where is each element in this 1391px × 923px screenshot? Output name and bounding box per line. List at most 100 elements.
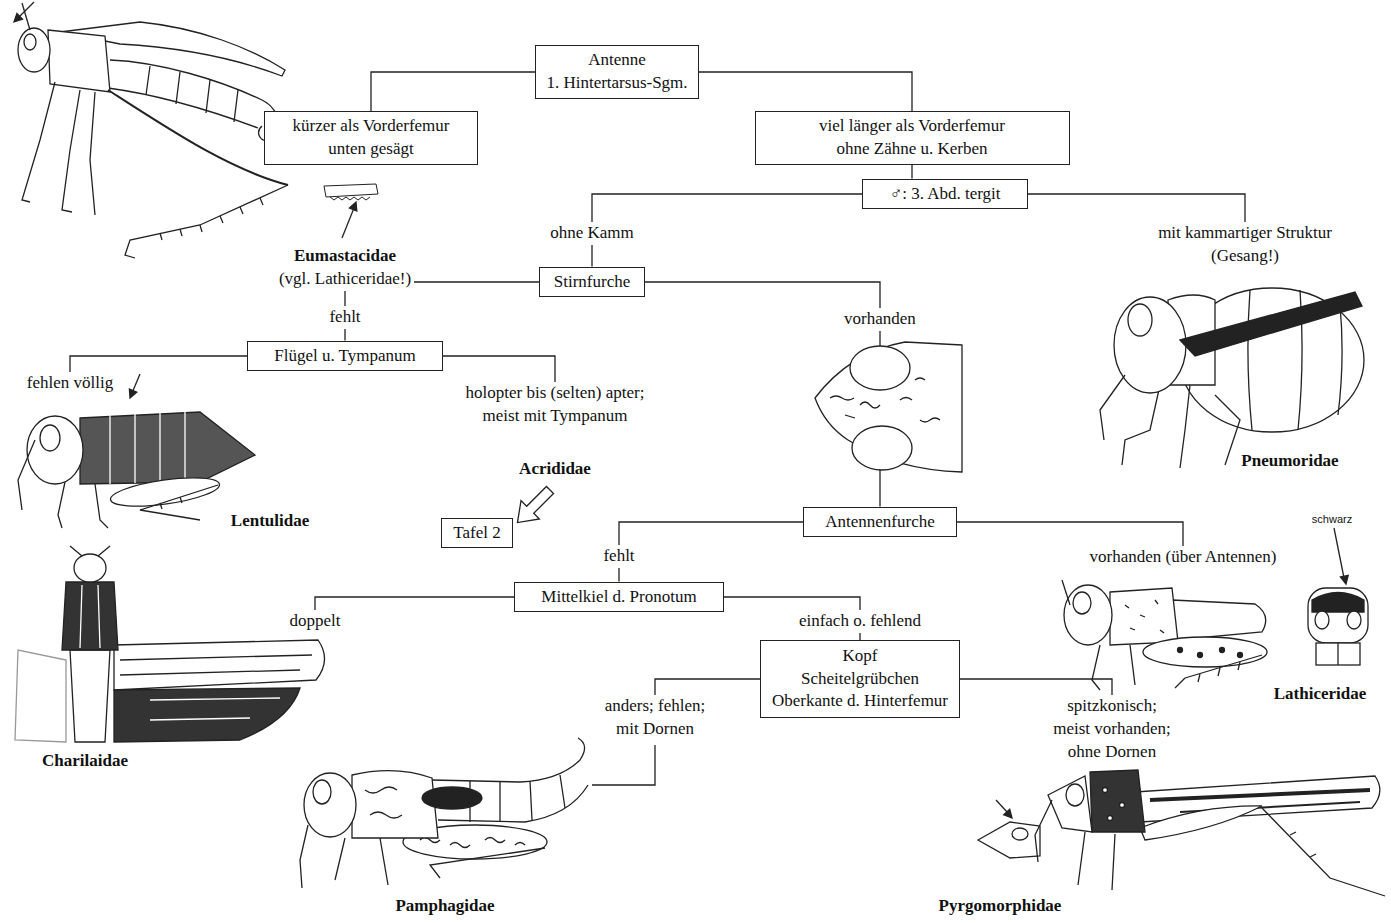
lentulid-figure-part <box>80 412 255 484</box>
branch-line <box>960 679 1112 695</box>
pamphagid-figure-part <box>470 775 565 822</box>
lathicerid-figure-part <box>1110 588 1178 645</box>
branch-label: vorhanden <box>841 308 919 331</box>
eumastacid-figure-part <box>22 82 95 215</box>
lathicerid-figure-part <box>1073 592 1091 614</box>
key-text: Stirnfurche <box>554 271 630 294</box>
lathicerid-figure-part <box>1125 600 1164 633</box>
pamphagid-figure-part <box>300 825 308 888</box>
branch-label: fehlt <box>600 545 637 568</box>
key-box: Mittelkiel d. Pronotum <box>514 582 724 613</box>
key-text: Antennenfurche <box>825 511 935 534</box>
key-box: kürzer als Vorderfemurunten gesägt <box>264 111 478 165</box>
key-text: unten gesägt <box>328 138 413 161</box>
key-box: Antenne1. Hintertarsus-Sgm. <box>535 45 698 99</box>
family-name: Lathiceridae <box>1271 683 1370 706</box>
branch-line <box>443 356 555 382</box>
acrididae-pointer-part <box>508 481 559 532</box>
lathicerid-figure-part <box>1092 645 1135 690</box>
pyrgomorphid-figure-part <box>1078 832 1115 890</box>
key-label: mit kammartiger Struktur (Gesang!) <box>1143 222 1348 268</box>
pointer-arrow-part <box>342 208 354 238</box>
family-name: Pamphagidae <box>392 895 497 918</box>
eumastacid-figure-part <box>48 30 110 92</box>
eumastacid-figure-part <box>110 60 279 140</box>
pyrgomorphid-figure-part <box>1140 806 1262 840</box>
pamphagid-figure-part <box>352 771 438 838</box>
pointer-arrow-part <box>996 800 1008 813</box>
key-text: Tafel 2 <box>453 522 500 545</box>
pyrgomorphid-figure-part <box>1150 790 1370 800</box>
key-label: holopter bis (selten) apter; meist mit T… <box>455 382 655 428</box>
lathicerid-figure-part <box>1062 580 1070 605</box>
key-box: ♂: 3. Abd. tergit <box>862 179 1028 210</box>
key-text: viel länger als Vorderfemur <box>819 115 1005 138</box>
lentulid-figure-part <box>110 412 185 484</box>
pyrgomorphid-figure-part <box>1108 816 1113 821</box>
key-label: doppelt <box>287 610 344 633</box>
pointer-arrow-part <box>349 202 356 211</box>
lentulid-figure-part <box>140 485 218 520</box>
charilaid-figure-part <box>62 582 118 650</box>
tarsus-detail-part <box>330 197 370 200</box>
pyrgomorphid-figure-part <box>1035 800 1052 862</box>
lathicerid-figure-part <box>1178 648 1183 653</box>
pointer-arrow-part <box>1334 528 1344 578</box>
stirnfurche-head-part <box>852 426 912 470</box>
lentulid-figure <box>18 412 255 528</box>
stirnfurche-head-part <box>850 346 910 390</box>
pneumorid-figure <box>1100 288 1364 468</box>
pneumorid-figure-part <box>1100 375 1125 440</box>
key-label: schwarz <box>1309 512 1355 527</box>
lentulid-figure-part <box>58 482 108 528</box>
lathicerid-figure-part <box>1238 653 1243 658</box>
acrididae-pointer <box>508 481 559 532</box>
pamphagid-figure-part <box>430 848 545 878</box>
key-label: spitzkonisch; meist vorhanden; ohne Dorn… <box>1050 695 1175 764</box>
branch-label: einfach o. fehlend <box>796 610 924 633</box>
pneumorid-figure-part <box>1122 385 1240 468</box>
lathicerid-figure-part <box>1220 648 1225 653</box>
key-text: Flügel u. Tympanum <box>274 345 416 368</box>
lathicerid-figure-part <box>1198 653 1203 658</box>
pyrgomorphid-figure-part <box>1262 808 1385 896</box>
pointer-arrow-part <box>14 14 23 23</box>
stirnfurche-head-part <box>815 342 962 472</box>
key-text: ♂: 3. Abd. tergit <box>889 183 1000 206</box>
key-label: fehlen völlig <box>24 372 116 395</box>
lathicerid-figure-part <box>1064 585 1112 645</box>
pointer-arrow <box>14 2 1348 818</box>
lentulid-figure-part <box>109 472 221 511</box>
stirnfurche-head <box>815 342 962 472</box>
family-name: Acrididae <box>516 458 594 481</box>
branch-group <box>70 194 1245 695</box>
pointer-arrow-part <box>1340 575 1348 584</box>
pyrgomorphid-figure-part <box>1135 776 1380 822</box>
connector <box>371 72 535 111</box>
lathicerid-figure-part <box>1337 643 1338 665</box>
pointer-arrow-part <box>129 389 136 398</box>
pyrgomorphid-figure-part <box>1120 803 1125 808</box>
pneumorid-figure-part <box>1180 292 1362 356</box>
family-name: Charilaidae <box>39 750 131 773</box>
pamphagid-figure-part <box>335 838 388 885</box>
connector <box>911 165 912 179</box>
key-text: Kopf <box>843 645 878 668</box>
key-box: Tafel 2 <box>441 518 513 549</box>
key-box: Antennenfurche <box>803 507 957 538</box>
pyrgomorphid-figure <box>978 770 1385 896</box>
charilaid-figure <box>15 546 325 742</box>
branch-label: fehlt <box>326 306 363 329</box>
key-box: KopfScheitelgrübchenOberkante d. Hinterf… <box>760 640 960 718</box>
lentulid-figure-part <box>18 440 35 510</box>
family-name: Pyrgomorphidae <box>936 895 1065 918</box>
pamphagid-figure-part <box>304 773 356 837</box>
eumastacid-figure-part <box>108 90 288 185</box>
charilaid-figure-part <box>70 546 110 556</box>
pyrgomorphid-figure-part <box>978 822 1040 858</box>
key-text: Mittelkiel d. Pronotum <box>541 586 696 609</box>
pointer-arrow-part <box>18 2 34 18</box>
tarsus-detail <box>324 184 378 200</box>
charilaid-figure-part <box>120 655 312 675</box>
charilaid-figure-part <box>114 640 325 690</box>
